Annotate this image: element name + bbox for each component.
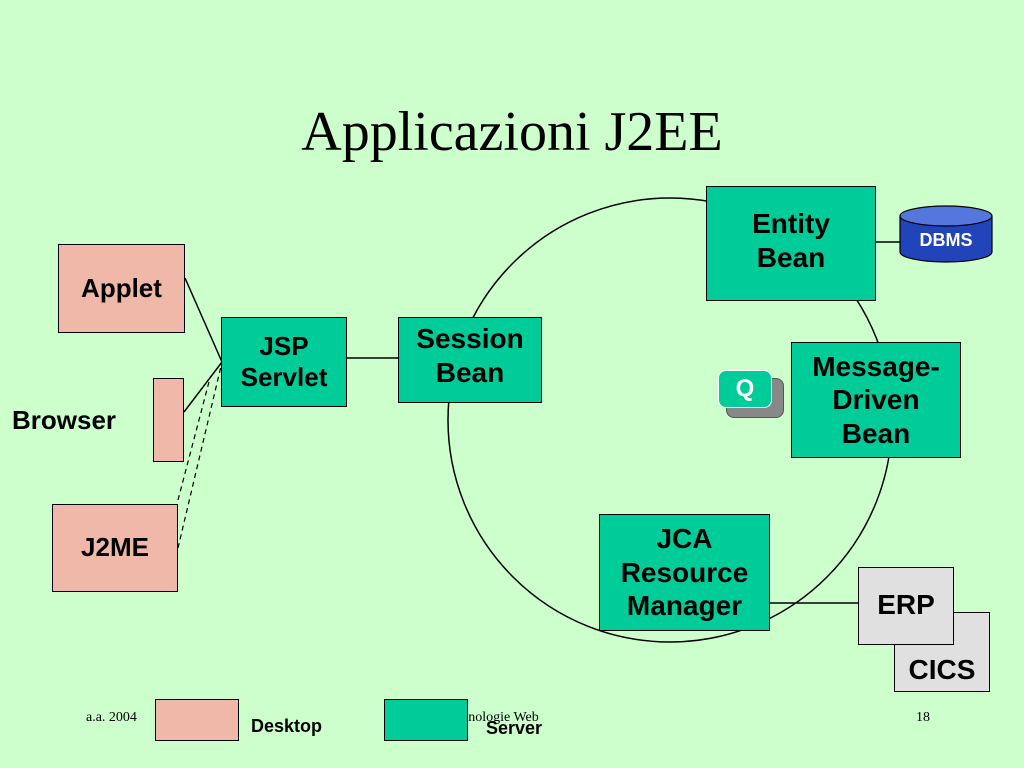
legend-server-label: Server bbox=[486, 718, 543, 738]
j2me-box: J2ME bbox=[52, 504, 178, 592]
footer-course-year: a.a. 2004 bbox=[86, 710, 137, 725]
dbms-label: DBMS bbox=[919, 230, 973, 250]
applet-label: Applet bbox=[81, 272, 162, 303]
message-driven-bean-box: Message- Driven Bean bbox=[791, 342, 961, 458]
entity-bean-label: Bean bbox=[756, 241, 826, 273]
session-bean-label: Bean bbox=[435, 356, 505, 388]
jsp-servlet-box: JSP Servlet bbox=[221, 317, 347, 407]
manager-label: Manager bbox=[626, 590, 743, 622]
erp-box: ERP bbox=[858, 567, 954, 645]
queue-badge: Q bbox=[718, 370, 772, 408]
dbms-cylinder-icon bbox=[899, 205, 993, 263]
cics-label: CICS bbox=[908, 654, 976, 686]
connector-j2me-jsp-dashed-1 bbox=[177, 361, 223, 549]
session-bean-box: Session Bean bbox=[398, 317, 542, 403]
legend-desktop-swatch bbox=[155, 699, 239, 741]
resource-label: Resource bbox=[620, 556, 749, 588]
connector-browser-jsp bbox=[183, 361, 223, 413]
erp-label: ERP bbox=[877, 589, 935, 620]
mdb-bean-label: Bean bbox=[841, 417, 911, 449]
entity-bean-box: Entity Bean bbox=[706, 186, 876, 301]
applet-box: Applet bbox=[58, 244, 185, 333]
legend-desktop-label: Desktop bbox=[251, 716, 323, 736]
browser-label: Browser bbox=[12, 405, 117, 435]
page-title: Applicazioni J2EE bbox=[301, 101, 723, 163]
jsp-label: JSP bbox=[259, 330, 309, 361]
connector-j2me-jsp-dashed-2 bbox=[177, 377, 211, 501]
browser-box bbox=[153, 378, 184, 462]
queue-label: Q bbox=[735, 374, 755, 402]
connector-applet-jsp bbox=[184, 277, 223, 363]
j2me-label: J2ME bbox=[81, 532, 149, 563]
footer-page-number: 18 bbox=[916, 710, 930, 725]
driven-label: Driven bbox=[832, 384, 920, 416]
message-label: Message- bbox=[812, 350, 940, 382]
entity-label: Entity bbox=[752, 208, 830, 239]
legend-server-swatch bbox=[384, 699, 468, 741]
jca-label: JCA bbox=[656, 523, 713, 555]
footer-course-name: cnologie Web bbox=[462, 710, 539, 725]
session-label: Session bbox=[416, 323, 524, 354]
jca-resource-manager-box: JCA Resource Manager bbox=[599, 514, 770, 631]
servlet-label: Servlet bbox=[240, 362, 328, 392]
